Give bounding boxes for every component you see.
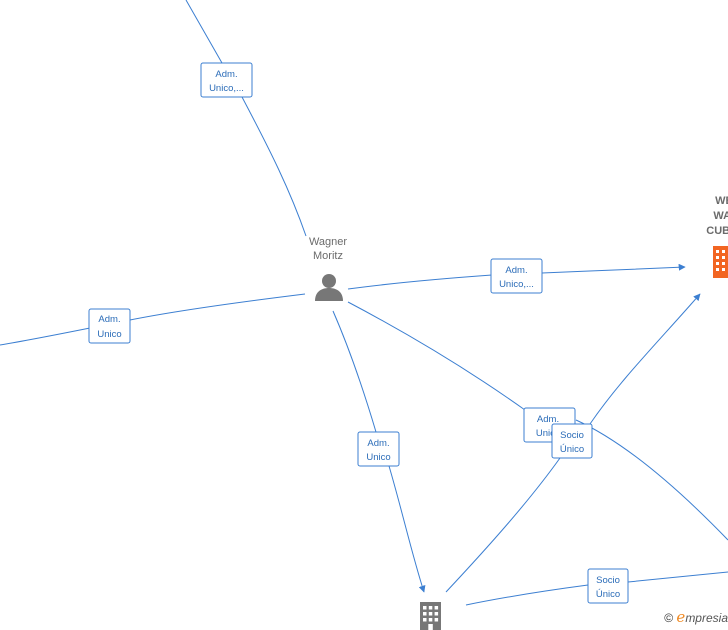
edge-label-line: Adm.: [505, 265, 527, 276]
building-icon: [713, 246, 728, 278]
empresia-watermark[interactable]: © empresia: [664, 608, 728, 626]
edge-label-line: Socio: [596, 575, 620, 586]
edge-label-line: Adm.: [98, 314, 120, 325]
edge-right: [347, 267, 685, 290]
edge-label-socio1[interactable]: Socio Único: [551, 423, 593, 459]
edge-label-line: Unico: [366, 452, 390, 463]
edge-label-down[interactable]: Adm. Unico: [357, 431, 400, 467]
edge-label-line: Adm.: [215, 69, 237, 80]
brand-logo-text: mpresia: [685, 611, 728, 625]
brand-logo-initial: e: [676, 608, 686, 626]
edges: [0, 0, 728, 606]
company-node-right[interactable]: WER WAGI CUBISM: [706, 195, 728, 278]
edge-label-line: Unico,...: [499, 279, 534, 290]
person-icon: [315, 274, 343, 301]
edge-label-line: Único: [596, 589, 620, 600]
company-name-line-1: WER: [715, 195, 728, 207]
copyright-symbol: ©: [664, 611, 674, 625]
edge-label-top[interactable]: Adm. Unico,...: [200, 62, 253, 98]
person-name-line-1: Wagner: [309, 236, 347, 248]
edge-label-line: Adm.: [537, 414, 559, 425]
edge-label-line: Adm.: [367, 438, 389, 449]
edge-socio2: [465, 571, 728, 606]
edge-left: [0, 293, 306, 346]
person-node[interactable]: Wagner Moritz: [309, 236, 347, 301]
edge-label-left[interactable]: Adm. Unico: [88, 308, 131, 344]
company-name-line-3: CUBISM: [706, 225, 728, 237]
edge-label-line: Unico: [536, 428, 560, 439]
edge-down: [332, 310, 424, 592]
company-node-bottom[interactable]: [420, 602, 441, 630]
edge-label-line: Socio: [560, 430, 584, 441]
edge-label-socio2[interactable]: Socio Único: [587, 568, 629, 604]
edge-label-line: Único: [560, 444, 584, 455]
company-name-line-2: WAGI: [713, 210, 728, 222]
edge-top: [185, 0, 307, 237]
edge-label-line: Unico: [97, 329, 121, 340]
person-name-line-2: Moritz: [313, 250, 343, 262]
edge-label-right[interactable]: Adm. Unico,...: [490, 258, 543, 294]
building-icon: [420, 602, 441, 630]
edge-socio1: [445, 294, 700, 593]
edge-label-line: Unico,...: [209, 83, 244, 94]
